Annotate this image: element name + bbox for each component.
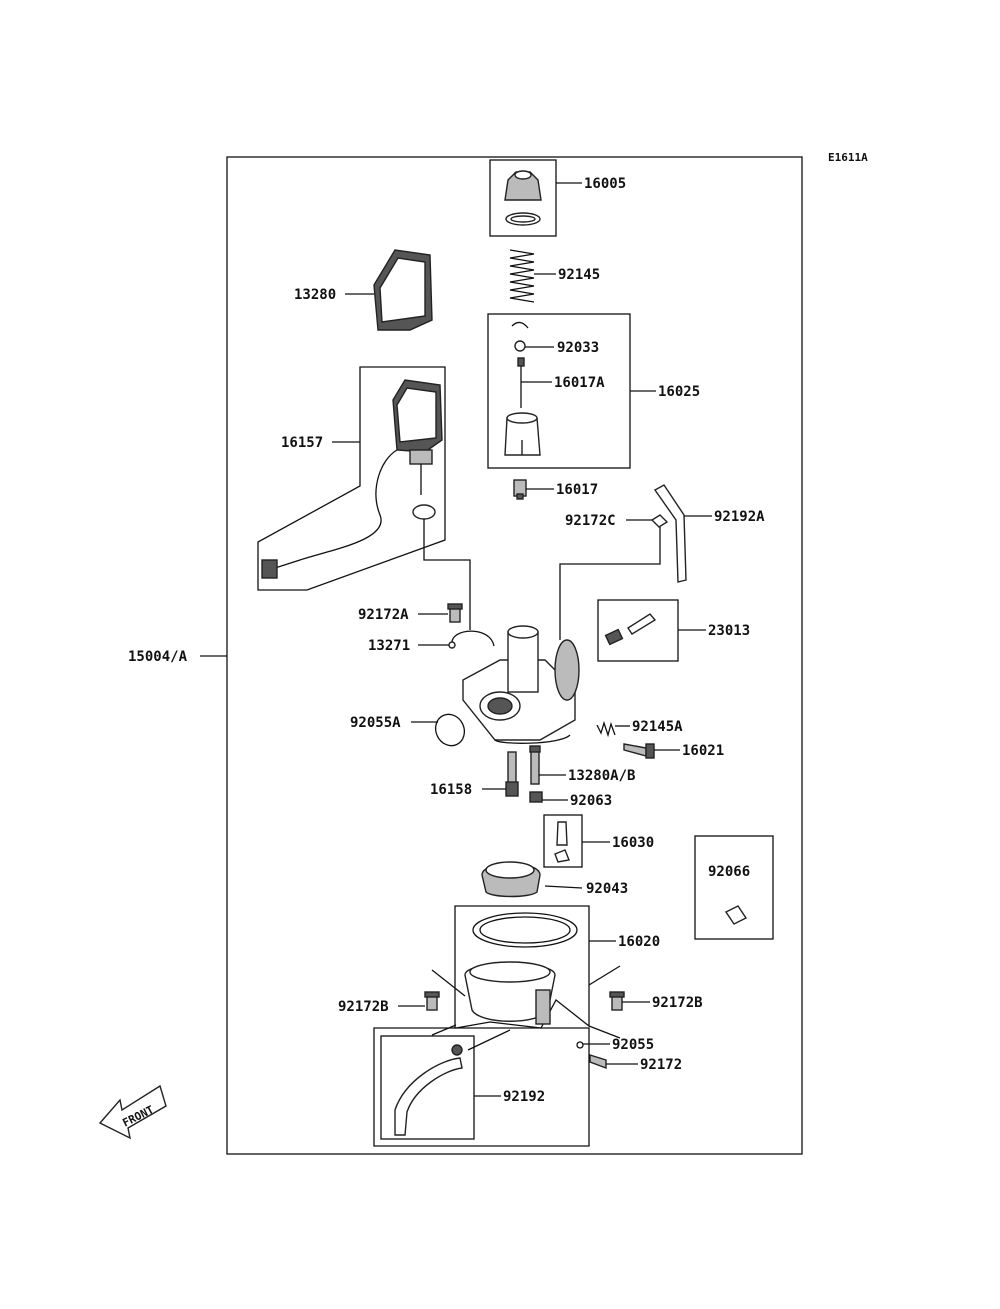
part-92172C-clip bbox=[650, 514, 669, 528]
label-92172A: 92172A bbox=[358, 607, 409, 623]
part-92172B-right-screw bbox=[609, 991, 625, 1011]
leader-92172B-left-bottom bbox=[431, 1024, 457, 1036]
part-16030-float-valve bbox=[554, 821, 570, 863]
label-92145A: 92145A bbox=[632, 719, 683, 735]
part-16025-piston bbox=[504, 412, 541, 456]
label-92192A: 92192A bbox=[714, 509, 765, 525]
part-16005-cap bbox=[489, 159, 557, 237]
group-16157-box bbox=[257, 366, 446, 591]
label-13280: 13280 bbox=[294, 287, 336, 303]
part-13280-cover bbox=[373, 249, 433, 331]
label-16017: 16017 bbox=[556, 482, 598, 498]
label-92172C: 92172C bbox=[565, 513, 616, 529]
label-92055A: 92055A bbox=[350, 715, 401, 731]
label-16158: 16158 bbox=[430, 782, 472, 798]
label-92172B-right: 92172B bbox=[652, 995, 703, 1011]
leader-92172C bbox=[559, 527, 661, 640]
part-92033-clip bbox=[511, 321, 529, 352]
part-13271-clamp bbox=[448, 630, 495, 649]
label-16157: 16157 bbox=[281, 435, 323, 451]
leader-92172B-right-bottom bbox=[588, 1025, 621, 1039]
part-16017-jet bbox=[513, 479, 527, 500]
label-92063: 92063 bbox=[570, 793, 612, 809]
part-16017A-needle bbox=[517, 357, 525, 408]
front-arrow-icon: FRONT bbox=[98, 1084, 167, 1140]
group-92192-inner-box bbox=[380, 1035, 475, 1140]
label-16017A: 16017A bbox=[554, 375, 605, 391]
label-16005: 16005 bbox=[584, 176, 626, 192]
group-16030-box bbox=[543, 814, 583, 868]
leader-choke bbox=[423, 519, 471, 630]
part-92172-screw bbox=[589, 1054, 607, 1070]
part-23013-valve bbox=[604, 613, 657, 646]
part-15004A-carburetor bbox=[462, 625, 580, 744]
part-92066-cap bbox=[724, 905, 748, 925]
leader-92172B-left-top bbox=[431, 969, 466, 997]
part-92192-hose bbox=[394, 1044, 463, 1136]
label-13280AB: 13280A/B bbox=[568, 768, 635, 784]
part-16021-screw bbox=[623, 743, 655, 759]
label-92172: 92172 bbox=[640, 1057, 682, 1073]
part-92055-oring bbox=[576, 1041, 584, 1049]
part-92063-washer bbox=[529, 791, 543, 803]
label-16020: 16020 bbox=[618, 934, 660, 950]
group-92066-box bbox=[694, 835, 774, 940]
label-16030: 16030 bbox=[612, 835, 654, 851]
part-92172A-screw bbox=[447, 603, 463, 623]
part-92145A-spring bbox=[596, 720, 616, 738]
part-92145-spring bbox=[509, 249, 535, 303]
part-16158-jet bbox=[505, 751, 519, 797]
part-92172B-left-screw bbox=[424, 991, 440, 1011]
part-92043-float bbox=[481, 861, 541, 898]
label-92172B-left: 92172B bbox=[338, 999, 389, 1015]
label-23013: 23013 bbox=[708, 623, 750, 639]
part-13280AB-jet bbox=[529, 745, 541, 785]
label-16025: 16025 bbox=[658, 384, 700, 400]
leader-92192-clip bbox=[467, 1029, 511, 1051]
leader-92172B-right-top bbox=[588, 965, 621, 986]
diagram-code: E1611A bbox=[828, 151, 868, 164]
label-92145: 92145 bbox=[558, 267, 600, 283]
label-92192: 92192 bbox=[503, 1089, 545, 1105]
part-16020-gasket bbox=[472, 912, 578, 948]
label-16021: 16021 bbox=[682, 743, 724, 759]
label-92066: 92066 bbox=[708, 864, 750, 880]
label-92033: 92033 bbox=[557, 340, 599, 356]
part-92192A-hose bbox=[653, 484, 687, 583]
label-92055: 92055 bbox=[612, 1037, 654, 1053]
label-15004A: 15004/A bbox=[128, 649, 188, 665]
part-float-bowl bbox=[464, 961, 556, 1025]
part-92055A-oring bbox=[434, 713, 466, 747]
part-16157-autochoke bbox=[261, 379, 443, 579]
group-92192-box bbox=[373, 1021, 590, 1147]
label-13271: 13271 bbox=[368, 638, 410, 654]
label-92043: 92043 bbox=[586, 881, 628, 897]
